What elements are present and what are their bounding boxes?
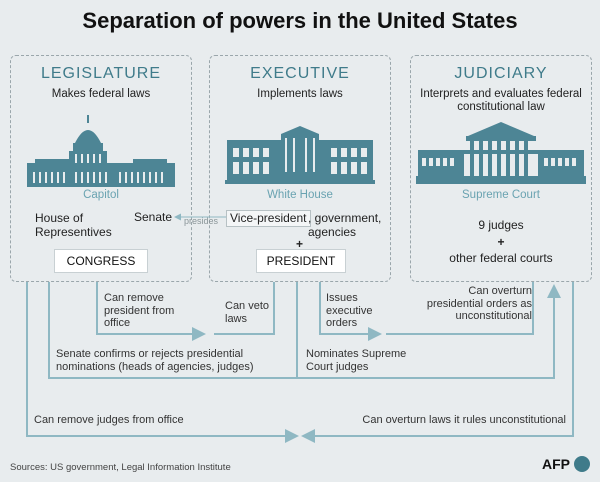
veto-label: Can veto laws bbox=[225, 300, 270, 325]
afp-logo-text: AFP bbox=[542, 456, 570, 472]
diagram-title: Separation of powers in the United State… bbox=[82, 8, 518, 33]
exec-orders-label: Issues executive orders bbox=[326, 292, 373, 329]
judiciary-panel: JUDICIARY Interprets and evaluates feder… bbox=[410, 55, 592, 282]
executive-panel: EXECUTIVE Implements laws White House Vi… bbox=[209, 55, 391, 282]
afp-logo-icon bbox=[574, 456, 590, 472]
overturn-orders-label: Can overturn presidential orders as unco… bbox=[426, 285, 532, 322]
afp-logo: AFP bbox=[542, 456, 590, 472]
white-house-icon bbox=[225, 126, 375, 184]
remove-judges-label: Can remove judges from office bbox=[34, 414, 184, 426]
executive-plus: + bbox=[296, 237, 304, 251]
supreme-court-icon bbox=[416, 122, 586, 184]
house-label: House of Representives bbox=[35, 211, 112, 239]
capitol-icon bbox=[27, 115, 175, 187]
congress-badge: CONGRESS bbox=[54, 249, 148, 273]
judiciary-plus: + bbox=[497, 235, 505, 249]
nominates-label: Nominates Supreme Court judges bbox=[306, 348, 407, 373]
executive-role: Implements laws bbox=[257, 88, 343, 100]
senate-confirms-label: Senate confirms or rejects presidential … bbox=[56, 348, 254, 373]
judiciary-role: Interprets and evaluates federal constit… bbox=[420, 88, 582, 113]
presides-label: presides bbox=[184, 216, 219, 226]
senate-label: Senate bbox=[134, 210, 173, 224]
vp-box: Vice-president bbox=[226, 210, 311, 227]
legislature-role: Makes federal laws bbox=[51, 88, 151, 100]
legislature-panel: LEGISLATURE Makes federal laws Capitol H… bbox=[10, 55, 192, 282]
white-house-label: White House bbox=[267, 189, 333, 201]
overturn-laws-label: Can overturn laws it rules unconstitutio… bbox=[362, 414, 566, 426]
other-courts-label: other federal courts bbox=[449, 251, 553, 265]
government-agencies: , government, agencies bbox=[308, 211, 382, 239]
remove-president-label: Can remove president from office bbox=[104, 292, 175, 329]
source-note: Sources: US government, Legal Informatio… bbox=[10, 462, 231, 473]
president-badge: PRESIDENT bbox=[256, 249, 346, 273]
legislature-title: LEGISLATURE bbox=[40, 65, 162, 82]
supreme-court-label: Supreme Court bbox=[462, 189, 540, 201]
capitol-label: Capitol bbox=[83, 189, 119, 201]
judges-label: 9 judges bbox=[478, 218, 524, 232]
judiciary-title: JUDICIARY bbox=[454, 65, 548, 82]
executive-title: EXECUTIVE bbox=[250, 65, 350, 82]
